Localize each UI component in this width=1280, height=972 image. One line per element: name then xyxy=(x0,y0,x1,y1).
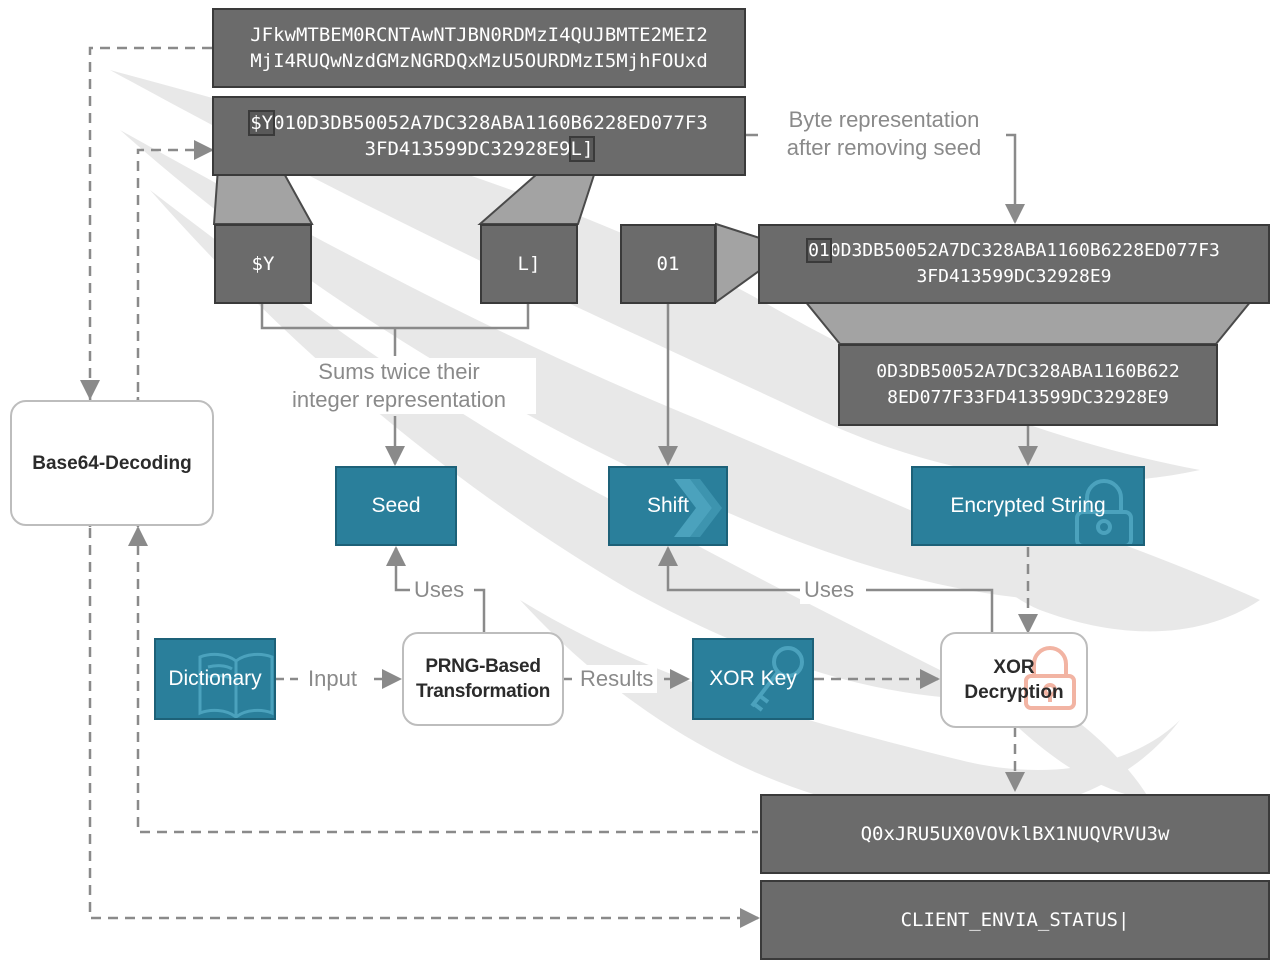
input-label: Input xyxy=(304,665,361,693)
dictionary-node[interactable]: Dictionary xyxy=(154,638,276,720)
shift-highlight: 01 xyxy=(806,238,832,263)
final-output-box: CLIENT_ENVIA_STATUS| xyxy=(760,880,1270,960)
base64-decoding-label: Base64-Decoding xyxy=(32,452,192,474)
xor-decryption-line-2: Decryption xyxy=(964,682,1064,703)
uses-seed-label: Uses xyxy=(410,576,469,604)
byte-representation-box: $Y010D3DB50052A7DC328ABA1160B6228ED077F3… xyxy=(212,96,746,176)
xor-key-node[interactable]: XOR Key xyxy=(692,638,814,720)
uses-shift-label: Uses xyxy=(800,576,859,604)
sums-note-line-2: integer representation xyxy=(291,387,507,412)
after-seed-box: 010D3DB50052A7DC328ABA1160B6228ED077F3 3… xyxy=(758,224,1270,304)
seed-node[interactable]: Seed xyxy=(335,466,457,546)
byte-representation-line-1: $Y010D3DB50052A7DC328ABA1160B6228ED077F3 xyxy=(248,110,708,136)
results-label: Results xyxy=(576,665,658,693)
byte-representation-line-2: 3FD413599DC32928E9L] xyxy=(364,136,596,162)
key-icon xyxy=(750,646,804,712)
after-seed-line-1: 010D3DB50052A7DC328ABA1160B6228ED077F3 xyxy=(806,238,1220,264)
byte-note-line-2: after removing seed xyxy=(786,135,982,160)
shift-value-box: 01 xyxy=(620,224,716,304)
byte-representation-rest: 010D3DB50052A7DC328ABA1160B6228ED077F3 xyxy=(273,112,708,134)
xor-decryption-node[interactable]: XOR Decryption xyxy=(940,632,1088,728)
byte-representation-note: Byte representation after removing seed xyxy=(762,106,1006,162)
dictionary-label: Dictionary xyxy=(168,667,262,690)
seed-label: Seed xyxy=(371,494,421,517)
byte-note-line-1: Byte representation xyxy=(788,107,980,132)
seed-start-box: $Y xyxy=(214,224,312,304)
sums-note: Sums twice their integer representation xyxy=(262,358,536,414)
base64-encoded-line-1: JFkwMTBEM0RCNTAwNTJBN0RDMzI4QUJBMTE2MEI2 xyxy=(250,24,708,46)
prng-transformation-node[interactable]: PRNG-Based Transformation xyxy=(402,632,564,726)
open-book-icon xyxy=(198,652,274,718)
base64-encoded-box: JFkwMTBEM0RCNTAwNTJBN0RDMzI4QUJBMTE2MEI2… xyxy=(212,8,746,88)
xor-decryption-line-1: XOR xyxy=(993,657,1035,678)
encrypted-string-label: Encrypted String xyxy=(950,494,1106,517)
encrypted-data-line-2: 8ED077F33FD413599DC32928E9 xyxy=(887,387,1169,408)
shift-node[interactable]: Shift xyxy=(608,466,728,546)
prng-label-line-1: PRNG-Based xyxy=(425,656,541,677)
encrypted-data-box: 0D3DB50052A7DC328ABA1160B622 8ED077F33FD… xyxy=(838,344,1218,426)
shift-label: Shift xyxy=(646,494,690,517)
encrypted-data-line-1: 0D3DB50052A7DC328ABA1160B622 xyxy=(876,361,1180,382)
seed-start-highlight: $Y xyxy=(248,110,276,136)
lock-key-icon xyxy=(1024,646,1076,710)
xor-key-label: XOR Key xyxy=(709,667,797,690)
base64-encoded-line-2: MjI4RUQwNzdGMzNGRDQxMzU5OURDMzI5MjhFOUxd xyxy=(250,50,708,72)
base64-decoding-node[interactable]: Base64-Decoding xyxy=(10,400,214,526)
prng-label-line-2: Transformation xyxy=(415,681,551,702)
padlock-icon xyxy=(1075,479,1133,544)
xor-output-box: Q0xJRU5UX0VOVklBX1NUQVRVU3w xyxy=(760,794,1270,874)
chevron-right-icon xyxy=(674,479,722,537)
byte-representation-line-2-text: 3FD413599DC32928E9 xyxy=(364,138,571,160)
after-seed-line-2: 3FD413599DC32928E9 xyxy=(916,266,1112,287)
sums-note-line-1: Sums twice their xyxy=(318,359,480,384)
seed-end-highlight: L] xyxy=(568,136,596,162)
after-seed-rest: 0D3DB50052A7DC328ABA1160B6228ED077F3 xyxy=(829,240,1220,261)
seed-end-box: L] xyxy=(480,224,578,304)
encrypted-string-node[interactable]: Encrypted String xyxy=(911,466,1145,546)
